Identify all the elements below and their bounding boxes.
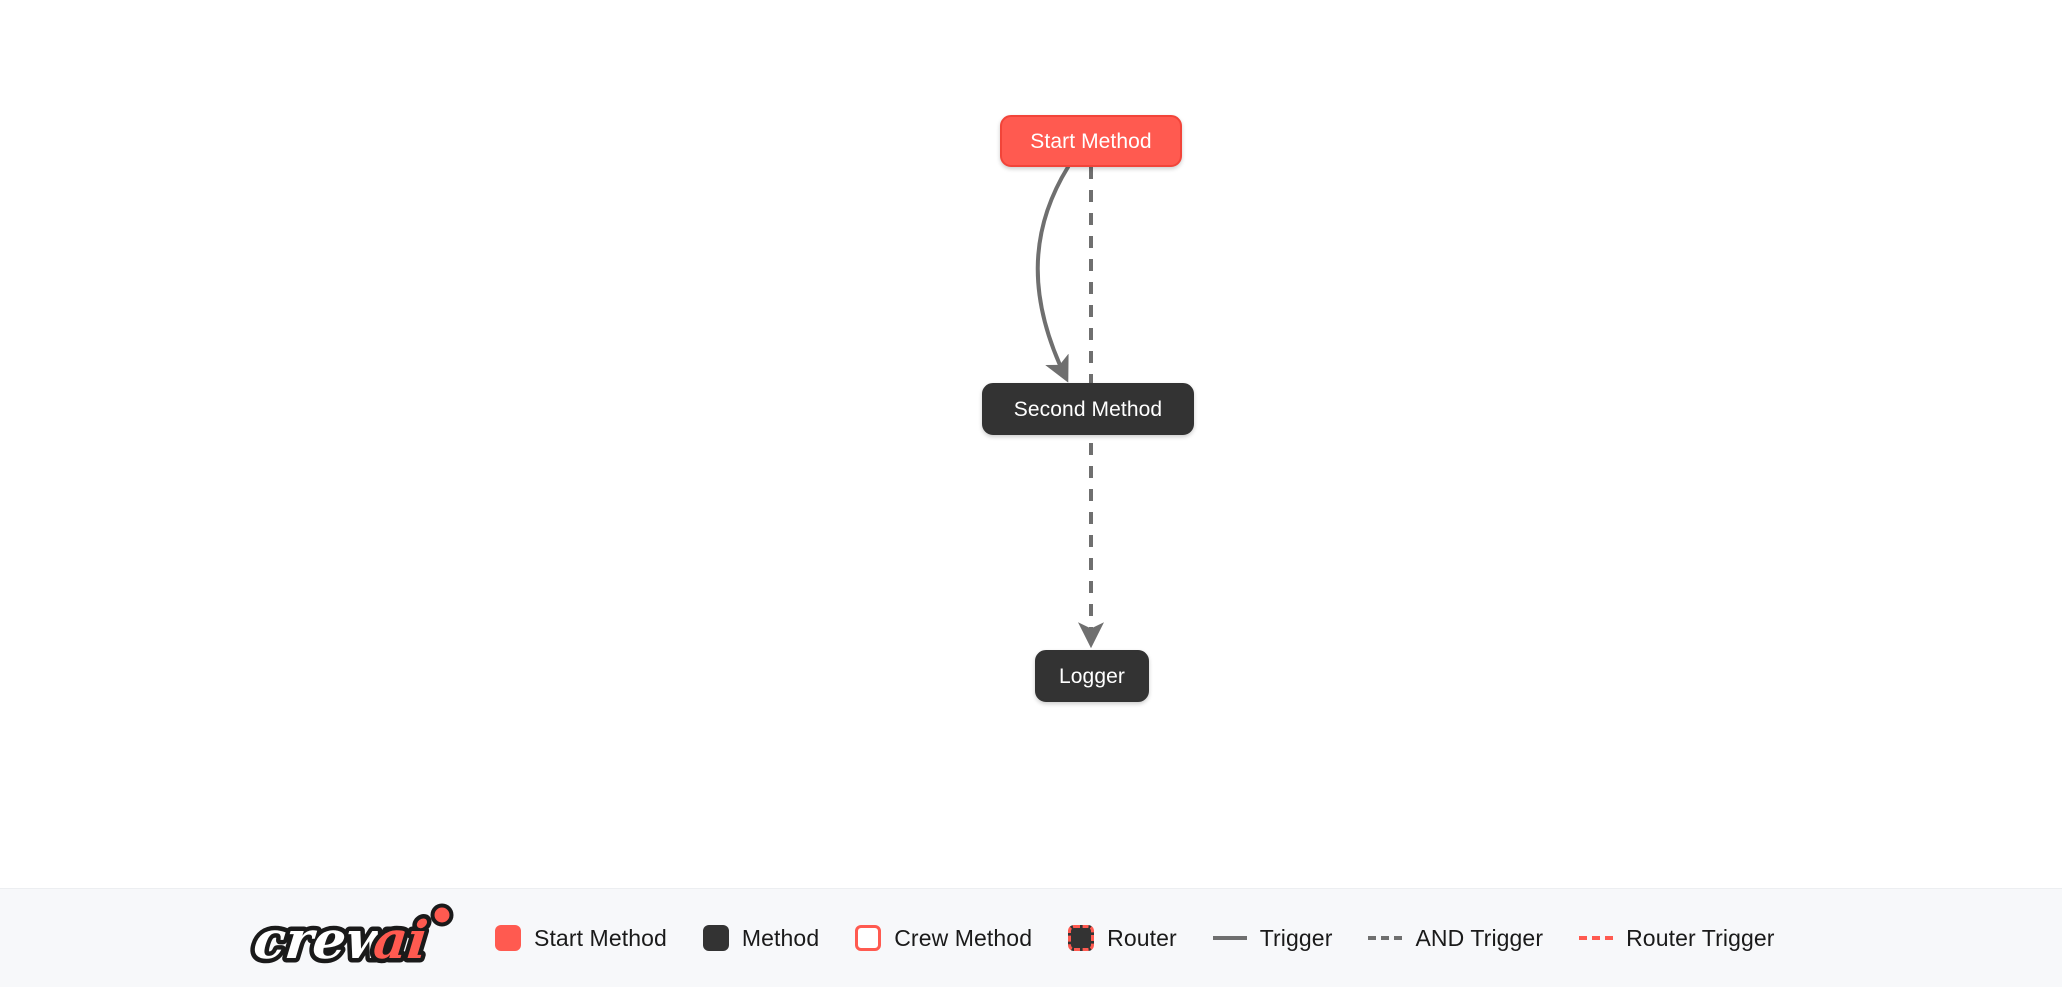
legend-item-trigger: Trigger: [1212, 924, 1333, 952]
method-swatch: [702, 925, 729, 951]
legend-item-crew-method: Crew Method: [855, 925, 1032, 952]
flow-node-label: Logger: [1059, 664, 1125, 688]
legend-item-label: Router Trigger: [1626, 924, 1775, 951]
flow-node-start-method[interactable]: Start Method: [1000, 115, 1182, 167]
trigger-line: [1212, 936, 1247, 940]
legend-item-method: Method: [702, 924, 820, 952]
crewai-logo: crew ai: [250, 903, 454, 974]
legend-item-router-trigger: Router Trigger: [1579, 925, 1774, 952]
start-method-swatch: [495, 925, 521, 951]
legend-item-label: Crew Method: [894, 924, 1033, 951]
legend-item-label: Router: [1107, 924, 1177, 951]
legend-item-label: Method: [741, 924, 820, 951]
flow-node-second-method[interactable]: Second Method: [982, 383, 1194, 435]
router-trigger-line: [1579, 936, 1614, 940]
legend-item-label: Trigger: [1259, 924, 1333, 951]
logo-text-ai: ai: [371, 910, 431, 971]
router-swatch: [1068, 925, 1095, 951]
legend-item-and-trigger: AND Trigger: [1368, 925, 1543, 952]
flow-node-label: Second Method: [1013, 397, 1163, 421]
legend-item-label: AND Trigger: [1415, 924, 1544, 951]
crew-method-swatch: [855, 925, 882, 951]
legend-item-router: Router: [1068, 925, 1177, 952]
legend-bar: crew ai Start Method Method Crew Method …: [0, 888, 2062, 987]
legend-item-label: Start Method: [534, 924, 667, 951]
logo-text-crew: crew: [251, 910, 396, 971]
flow-node-label: Start Method: [1030, 129, 1152, 153]
and-trigger-line: [1368, 936, 1403, 940]
flow-canvas[interactable]: Start Method Second Method Logger: [0, 0, 2062, 888]
edge-trigger-start-second: [1035, 165, 1070, 383]
logo-accent-dot: [430, 903, 454, 927]
flow-node-logger[interactable]: Logger: [1035, 650, 1149, 702]
legend-item-start-method: Start Method: [495, 925, 667, 952]
